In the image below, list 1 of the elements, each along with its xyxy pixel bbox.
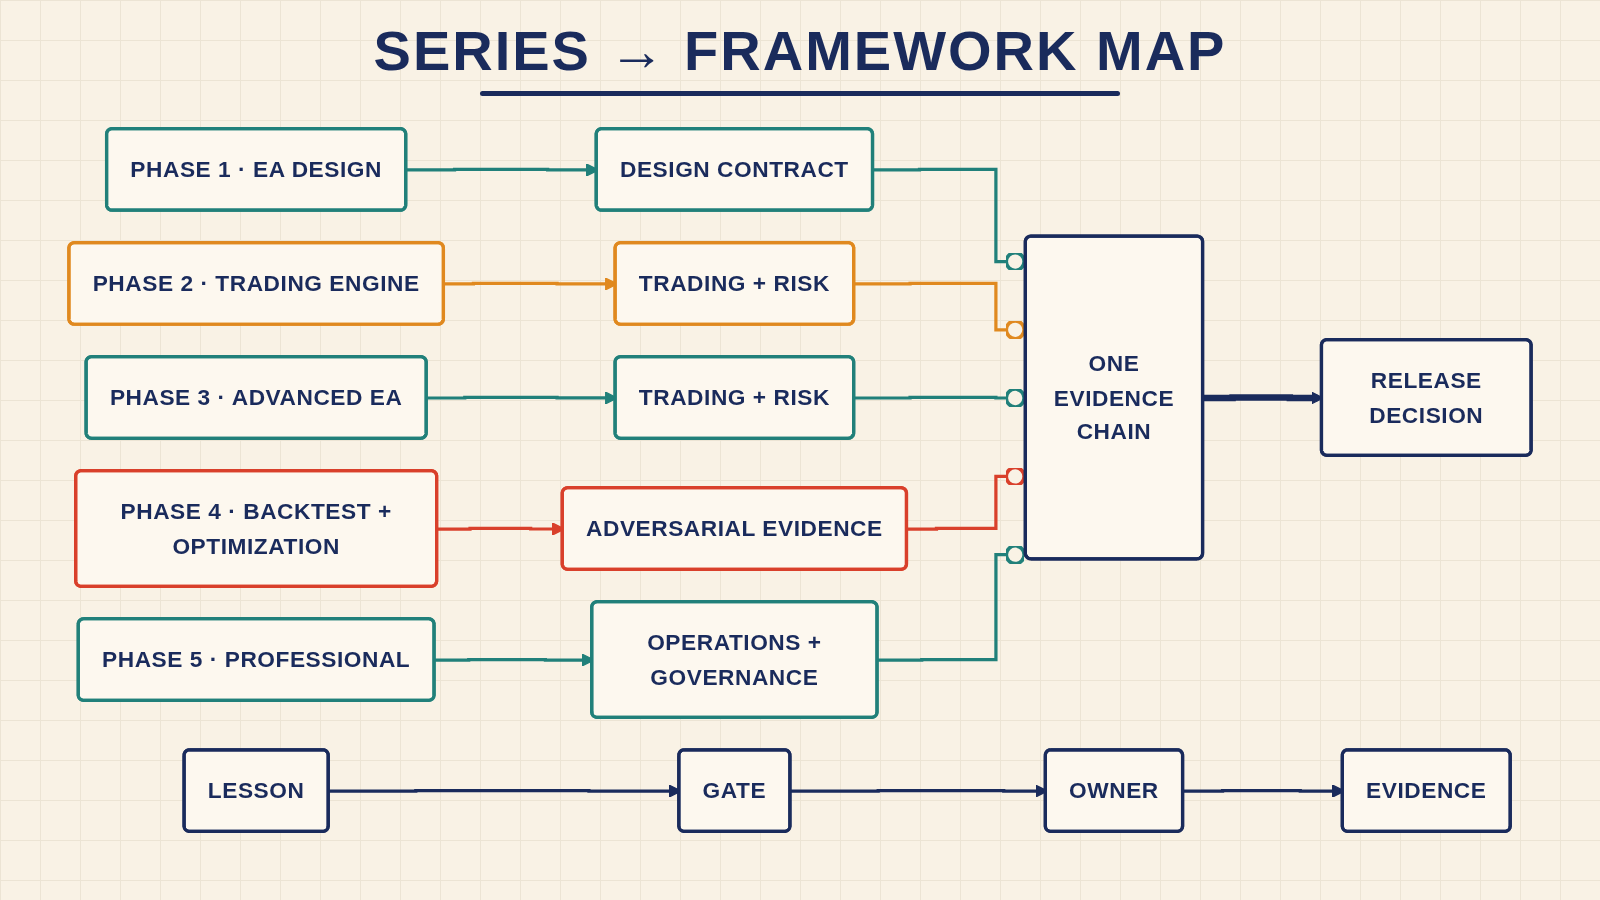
title: SERIES → FRAMEWORK MAP [373, 18, 1227, 83]
